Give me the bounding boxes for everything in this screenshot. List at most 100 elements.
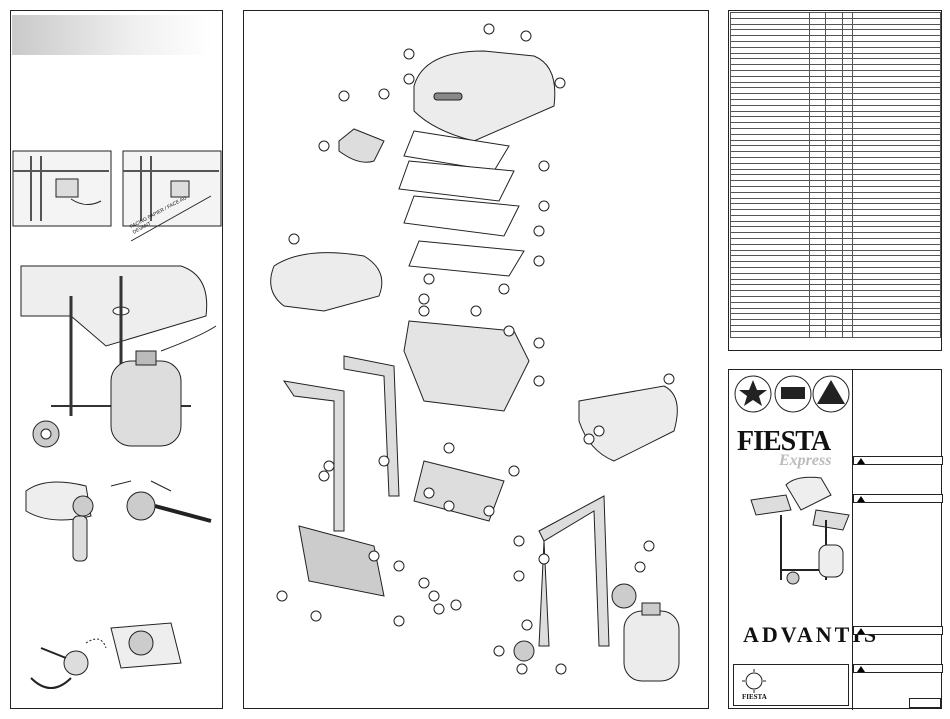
part-callout-bubble: [533, 225, 545, 237]
part-callout-bubble: [338, 90, 350, 102]
part-callout-bubble: [470, 305, 482, 317]
brand-panel: FIESTA Express ADVANTIS FIESTA: [728, 369, 943, 710]
right-side-shelf: [578, 385, 678, 462]
parts-table-row: [730, 64, 941, 71]
parts-table-cell: [852, 220, 941, 228]
parts-table-cell: [852, 145, 941, 153]
part-callout-bubble: [310, 610, 322, 622]
step-3-illustration: [25, 480, 212, 562]
part-callout-bubble: [423, 273, 435, 285]
parts-table-row: [730, 203, 941, 211]
parts-table-cell: [852, 203, 941, 211]
parts-table-row: [730, 145, 941, 153]
parts-table-cell: [730, 41, 810, 48]
warning-bar-2: [853, 494, 943, 503]
part-callout-bubble: [288, 233, 300, 245]
certification-seals: [734, 375, 850, 413]
parts-table-row: [730, 151, 941, 158]
fiesta-logo: FIESTA: [737, 426, 831, 457]
warning-triangle-icon: [857, 496, 865, 502]
parts-table-cell: [852, 29, 941, 37]
parts-table-cell: [730, 209, 810, 216]
parts-table-row: [730, 41, 941, 48]
parts-table-cell: [730, 220, 810, 228]
warning-bar-1: [853, 456, 943, 465]
parts-table-cell: [730, 203, 810, 211]
parts-table-row: [730, 191, 941, 199]
footer-fiesta-logo: FIESTA: [742, 693, 767, 701]
parts-table-cell: [730, 46, 810, 54]
burner-box: [413, 460, 505, 522]
part-callout-bubble: [538, 200, 550, 212]
parts-table-cell: [730, 197, 810, 205]
parts-table-cell: [730, 156, 810, 164]
parts-table-cell: [852, 151, 941, 158]
parts-table-row: [730, 249, 941, 257]
part-callout-bubble: [378, 88, 390, 100]
parts-table-row: [730, 243, 941, 251]
part-callout-bubble: [433, 603, 445, 615]
warning-bar-3: [853, 626, 943, 635]
parts-table-row: [730, 156, 941, 164]
propane-tank: [623, 602, 680, 682]
parts-table-cell: [852, 185, 941, 193]
part-callout-bubble: [533, 337, 545, 349]
parts-table-row: [730, 127, 941, 135]
parts-table-cell: [730, 127, 810, 135]
part-callout-bubble: [538, 553, 550, 565]
part-callout-bubble: [276, 590, 288, 602]
parts-table-cell: [825, 330, 843, 338]
parts-table-cell: [852, 243, 941, 251]
parts-table-cell: [730, 35, 810, 42]
part-callout-bubble: [520, 30, 532, 42]
parts-table-cell: [730, 185, 810, 193]
part-callout-bubble: [533, 375, 545, 387]
parts-table-cell: [852, 209, 941, 216]
part-callout-bubble: [418, 293, 430, 305]
part-callout-bubble: [418, 577, 430, 589]
parts-table-row: [730, 46, 941, 54]
warning-triangle-icon: [857, 628, 865, 634]
parts-table-row: [730, 180, 941, 187]
parts-table-row: [730, 226, 941, 234]
parts-table-cell: [730, 29, 810, 37]
parts-table-row: [730, 330, 941, 338]
parts-table-cell: [852, 238, 941, 245]
sun-swirl-icon: [742, 669, 766, 693]
parts-table-cell: [852, 191, 941, 199]
parts-table-cell: [730, 214, 810, 222]
parts-table-cell: [730, 52, 810, 60]
part-callout-bubble: [318, 140, 330, 152]
parts-table-cell: [852, 52, 941, 60]
cooking-grates: [398, 130, 525, 277]
part-callout-bubble: [593, 425, 605, 437]
parts-table-cell: [852, 330, 941, 338]
part-callout-bubble: [554, 77, 566, 89]
parts-table-row: [730, 238, 941, 245]
parts-table-cell: [852, 46, 941, 54]
part-callout-bubble: [498, 283, 510, 295]
parts-table-cell: [841, 330, 854, 338]
parts-table-cell: [852, 249, 941, 257]
seal-2-icon: [774, 375, 812, 413]
step-2-illustration: [20, 265, 217, 448]
parts-table-row: [730, 168, 941, 176]
parts-table-row: [730, 29, 941, 37]
part-callout-bubble: [513, 570, 525, 582]
parts-table-cell: [730, 249, 810, 257]
parts-table-cell: [852, 168, 941, 176]
part-callout-bubble: [403, 73, 415, 85]
parts-table-cell: [852, 162, 941, 170]
part-callout-bubble: [483, 23, 495, 35]
info-column: [852, 370, 853, 710]
part-callout-bubble: [663, 373, 675, 385]
part-callout-bubble: [403, 48, 415, 60]
assembly-steps-panel: PACING PAPIER / FACE AU DEVANT: [10, 10, 223, 709]
part-callout-bubble: [368, 550, 380, 562]
parts-table-cell: [852, 41, 941, 48]
footer-logo-box: FIESTA: [733, 664, 849, 706]
part-callout-bubble: [483, 505, 495, 517]
part-callout-bubble: [508, 465, 520, 477]
grill-lid: [413, 50, 556, 142]
parts-table-cell: [808, 330, 827, 338]
